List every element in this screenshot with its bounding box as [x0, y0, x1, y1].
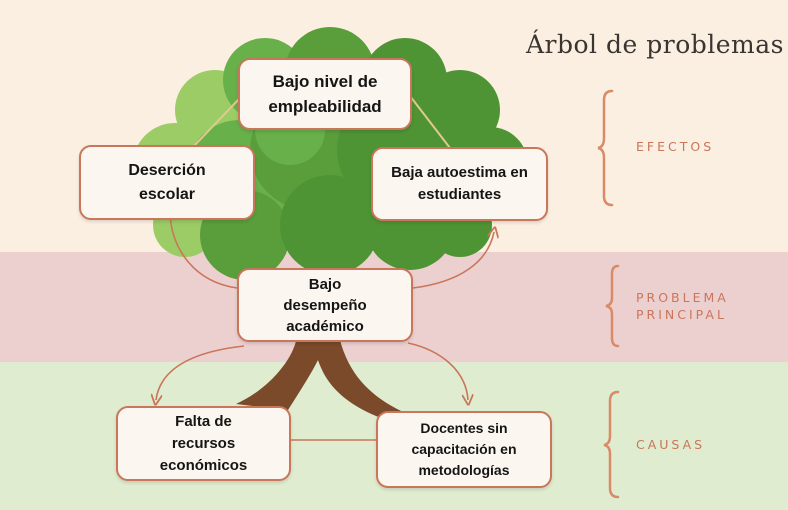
- brace-effects: [597, 89, 614, 207]
- arrow-main-to-right-cause: [407, 342, 468, 400]
- label-effects: EFECTOS: [636, 139, 715, 154]
- brace-causes: [603, 390, 620, 499]
- arrow-main-to-left-effect: [170, 214, 238, 289]
- label-main-problem-line1: PROBLEMA: [636, 290, 729, 305]
- effect-top-text: Bajo nivel de empleabilidad: [268, 72, 382, 116]
- cause-node-right: Docentes sin capacitación en metodología…: [376, 411, 552, 488]
- effect-left-text: Deserción escolar: [128, 161, 206, 203]
- tree-trunk: [236, 270, 408, 422]
- cause-left-text: Falta de recursos económicos: [159, 412, 248, 474]
- cause-right-text: Docentes sin capacitación en metodología…: [411, 420, 517, 478]
- diagram-title: Árbol de problemas: [526, 30, 784, 59]
- effect-node-left: Deserción escolar: [79, 145, 255, 220]
- main-problem-node: Bajo desempeño académico: [237, 268, 413, 342]
- arrow-main-to-right-effect: [412, 232, 494, 289]
- label-causes: CAUSAS: [636, 437, 706, 452]
- brace-main-problem: [605, 264, 620, 348]
- label-main-problem-line2: PRINCIPAL: [636, 307, 727, 322]
- cause-node-left: Falta de recursos económicos: [116, 406, 291, 481]
- main-problem-text: Bajo desempeño académico: [283, 275, 367, 335]
- effect-node-right: Baja autoestima en estudiantes: [371, 147, 548, 221]
- arrow-main-to-left-cause: [156, 345, 245, 400]
- effect-right-text: Baja autoestima en estudiantes: [391, 164, 528, 203]
- connector-left: [191, 97, 241, 149]
- connector-right: [409, 95, 451, 149]
- effect-node-top: Bajo nivel de empleabilidad: [238, 58, 412, 130]
